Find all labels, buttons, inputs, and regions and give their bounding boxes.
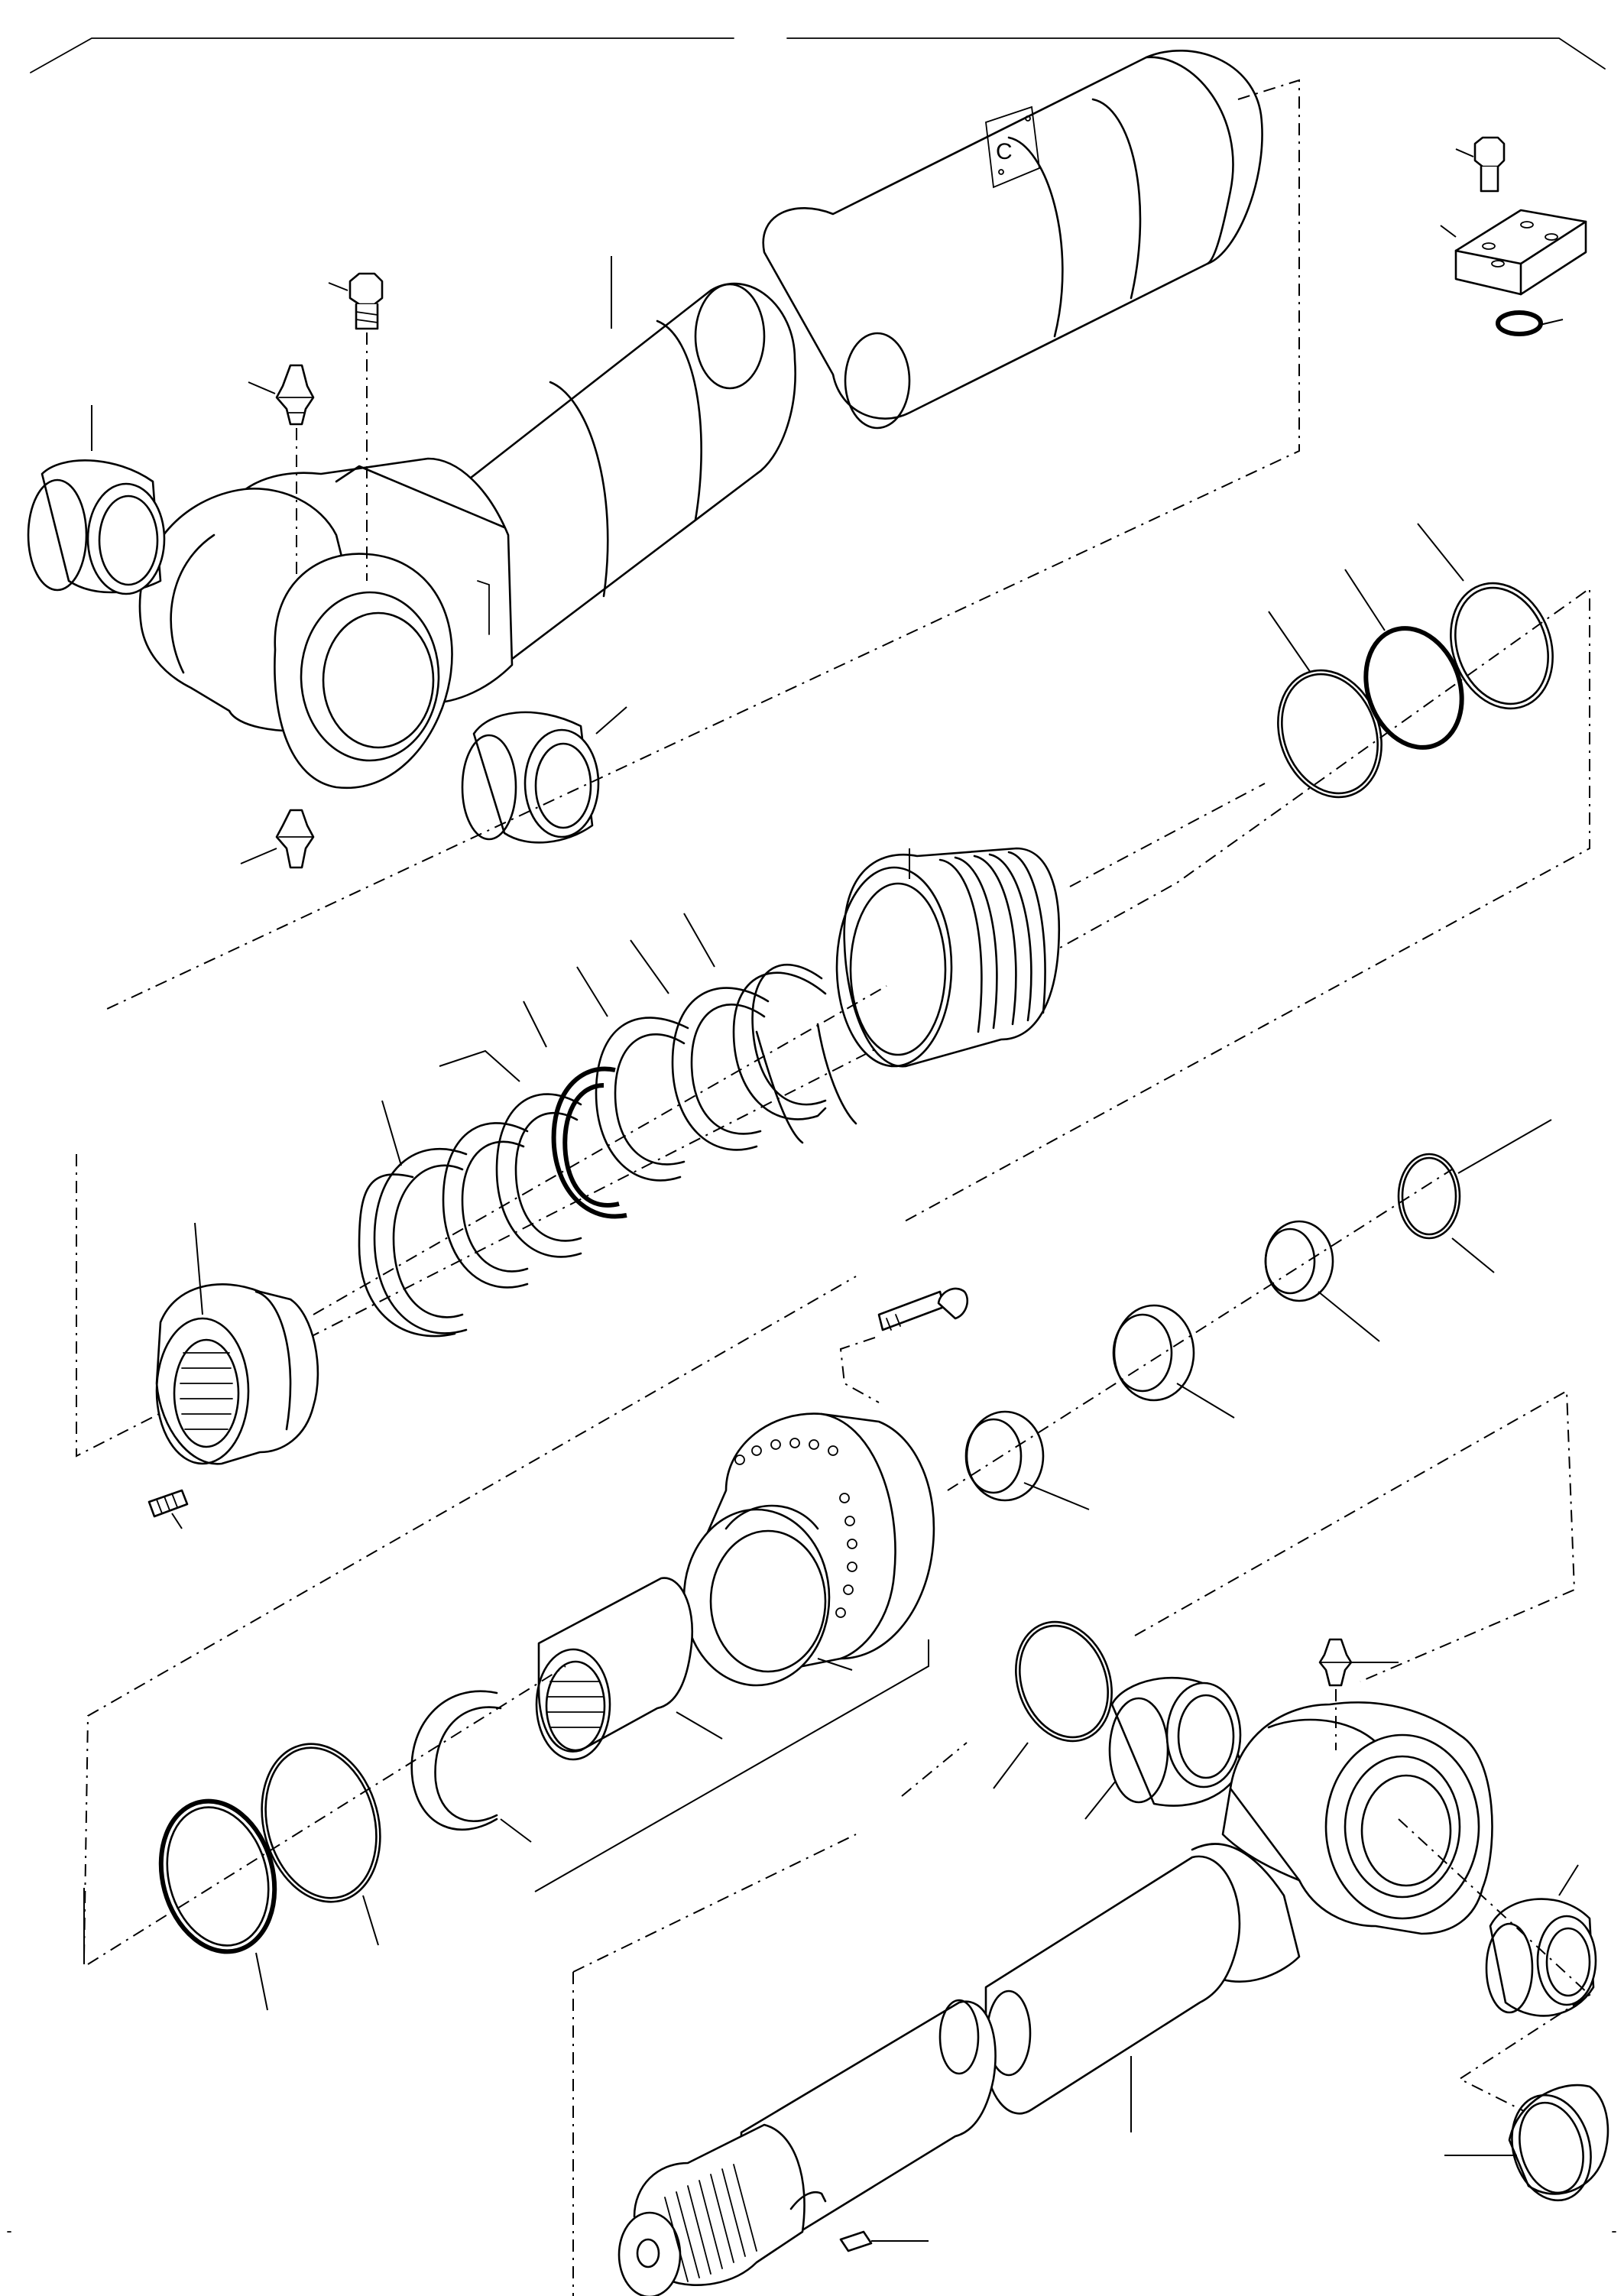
piston-seal-rings bbox=[313, 913, 887, 1338]
valve-block-bolt bbox=[1455, 136, 1506, 193]
piston bbox=[835, 847, 1060, 1068]
head-rings bbox=[1069, 523, 1554, 887]
cylinder-barrel: C bbox=[138, 50, 1263, 790]
barrel-bushing-left bbox=[27, 405, 166, 595]
grease-nipple-top bbox=[248, 364, 315, 581]
grease-nipple-rod bbox=[1318, 1638, 1399, 1750]
rod-end-bushing bbox=[1084, 1676, 1597, 2017]
barrel-centerline-envelope bbox=[106, 79, 1300, 1010]
barrel-stamp-letter: C bbox=[996, 139, 1013, 164]
head-seals bbox=[947, 1119, 1552, 1510]
seal-bracket-dash bbox=[901, 1742, 968, 1797]
head-envelope bbox=[76, 587, 1590, 1458]
rod-wiper-envelope bbox=[1398, 1818, 1591, 2126]
cylinder-head-nut bbox=[155, 1222, 319, 1465]
grease-nipple-bottom bbox=[240, 809, 315, 869]
valve-block-o-ring bbox=[1496, 310, 1564, 336]
piston-rod bbox=[618, 1701, 1493, 2296]
hex-bolt-top bbox=[328, 272, 384, 581]
valve-block bbox=[1440, 209, 1587, 296]
rod-wiper-lower bbox=[1444, 2084, 1609, 2202]
set-screw bbox=[147, 1489, 189, 1529]
rod-envelope-top bbox=[572, 1834, 857, 1973]
rod-envelope-upper bbox=[1134, 1390, 1576, 1682]
barrel-bushing-right bbox=[461, 706, 627, 844]
rod-wiper bbox=[993, 1620, 1113, 1789]
head-bolt bbox=[839, 1287, 968, 1403]
rod-envelope-left bbox=[83, 1276, 857, 1957]
key bbox=[839, 2230, 929, 2252]
frame-lines bbox=[30, 37, 1606, 73]
cylinder-head bbox=[682, 1412, 935, 1687]
